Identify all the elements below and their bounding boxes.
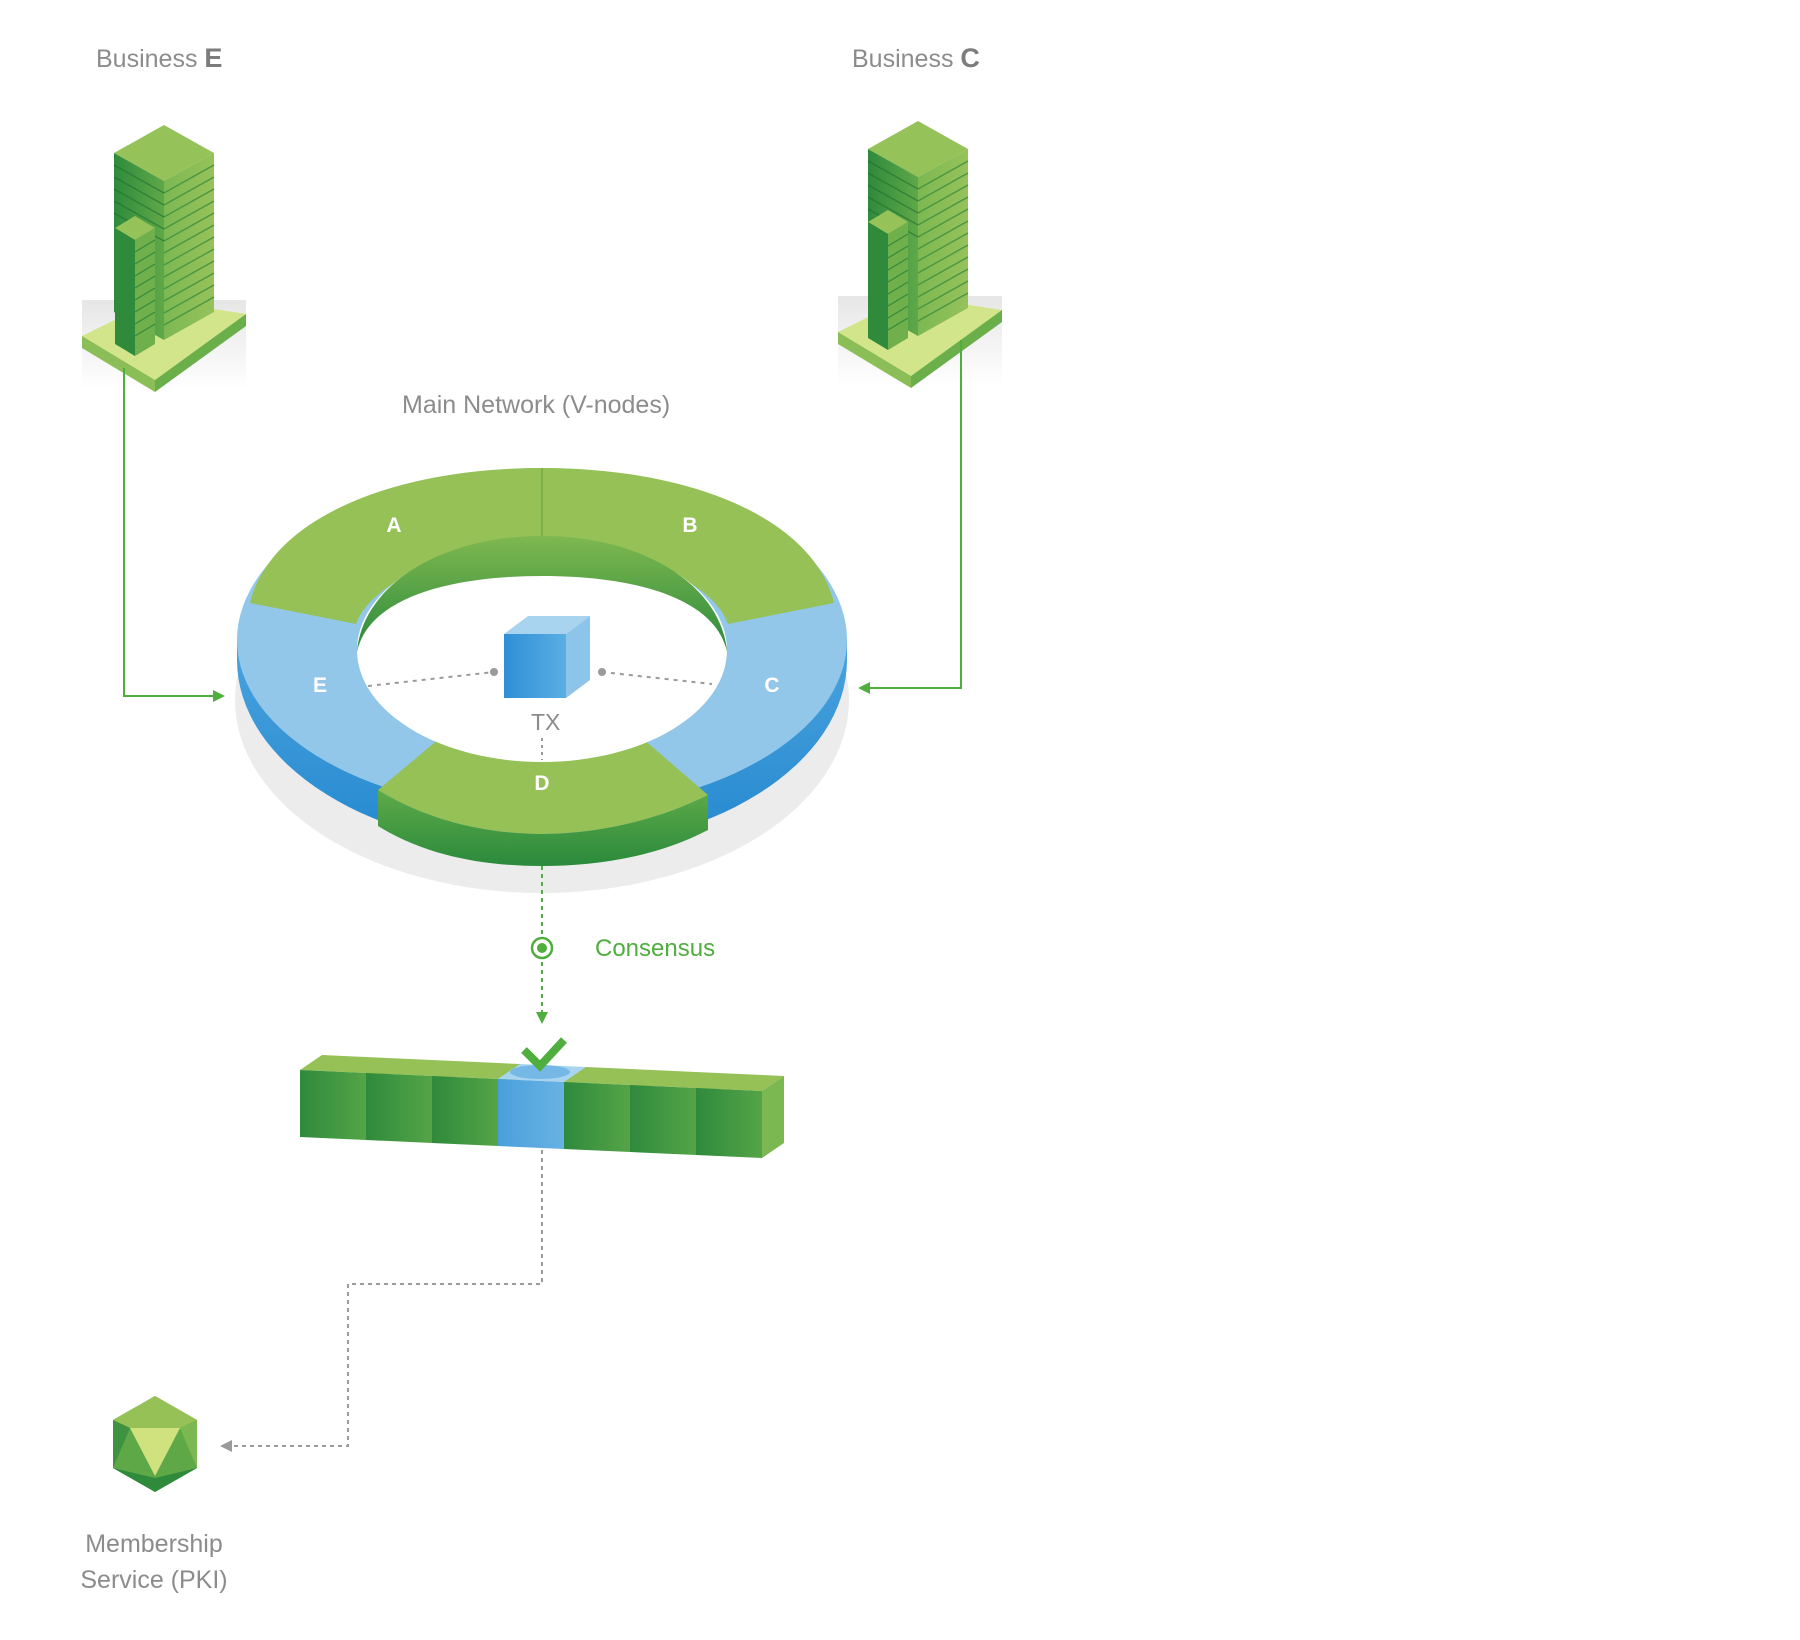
network-ring: [235, 468, 849, 893]
connector-e: [123, 368, 225, 702]
building-c-icon: [838, 121, 1002, 388]
segment-e-label: E: [312, 674, 327, 697]
segment-b-label: B: [682, 514, 698, 537]
segment-c-label: C: [764, 674, 780, 697]
business-e-label: Business E: [96, 45, 222, 72]
membership-label-line1: Membership: [85, 1530, 223, 1558]
connector-c: [858, 340, 962, 694]
membership-label: Membership Service (PKI): [34, 1526, 274, 1599]
tx-cube-icon: [504, 616, 590, 698]
membership-icon: [113, 1396, 197, 1492]
business-c-prefix: Business: [852, 45, 954, 73]
segment-a-label: A: [386, 514, 402, 537]
block: [696, 1073, 784, 1158]
membership-label-line2: Service (PKI): [80, 1566, 228, 1595]
blockchain: [300, 1055, 784, 1158]
tx-label: TX: [531, 709, 561, 735]
business-c-label: Business C: [852, 45, 980, 72]
business-e-prefix: Business: [96, 45, 198, 73]
connector-membership: [220, 1150, 543, 1452]
business-c-letter: C: [960, 43, 980, 73]
business-e-letter: E: [204, 43, 223, 73]
network-title: Main Network (V-nodes): [402, 391, 671, 419]
segment-d-label: D: [534, 772, 550, 795]
consensus-dot-icon: [530, 936, 554, 960]
building-e-icon: [82, 125, 246, 392]
check-icon: [521, 1037, 567, 1072]
tx-link-c: [601, 671, 713, 685]
tx-link-e: [367, 671, 495, 687]
consensus-label: Consensus: [595, 935, 716, 962]
